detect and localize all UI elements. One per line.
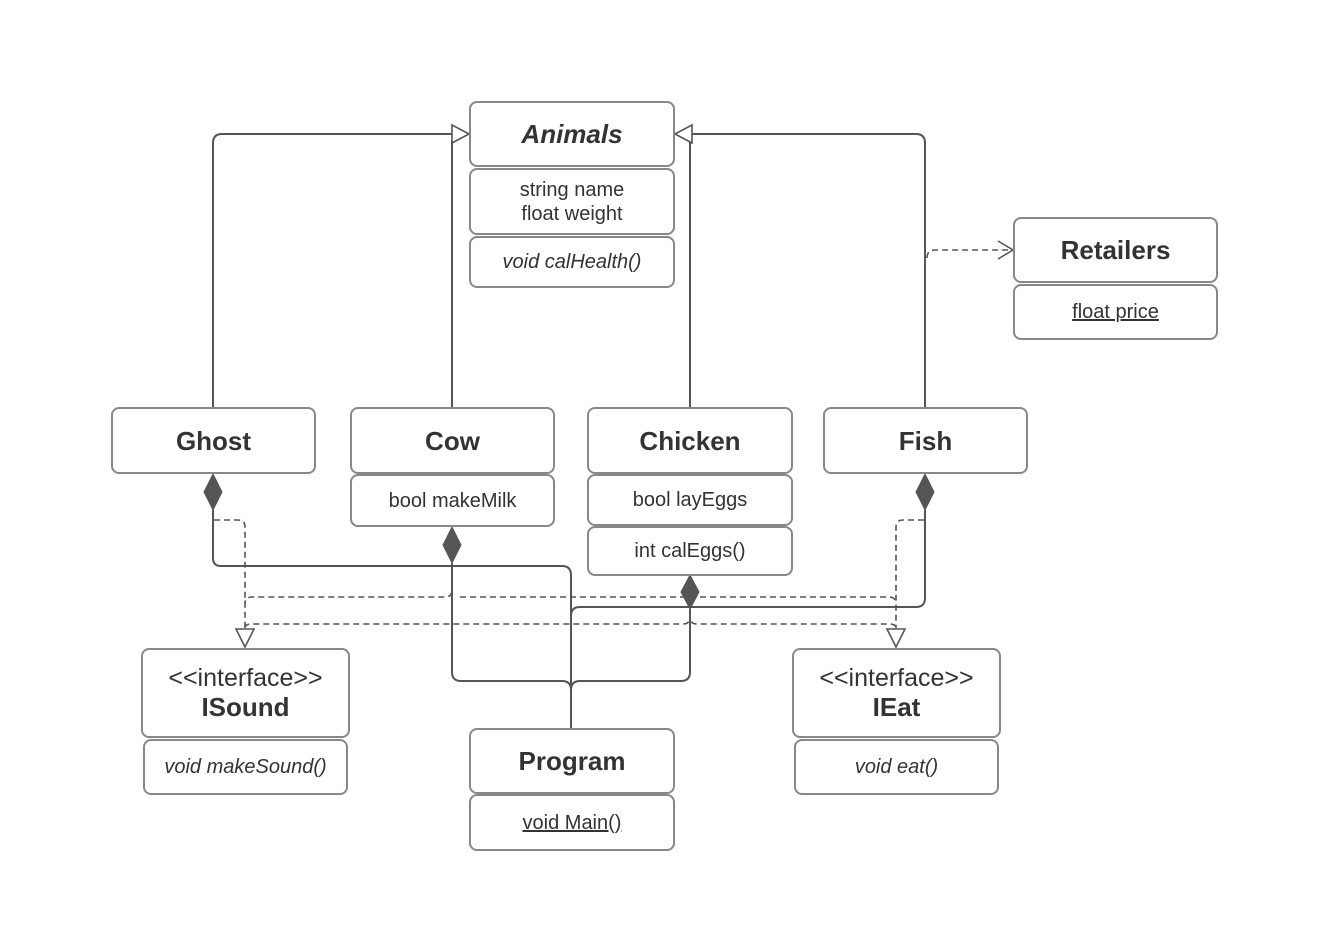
ghost-class-name: Ghost [175, 425, 252, 456]
edge-chicken-isound [244, 612, 691, 629]
edge-fish-ieat [895, 519, 924, 628]
edge-fish-retailers [926, 249, 1010, 259]
animals-attr-name: string name [519, 178, 625, 201]
realization-arrow-ieat [885, 628, 907, 649]
edge-ghost-isound [214, 519, 246, 628]
chicken-class-name: Chicken [639, 425, 741, 456]
edge-cow-isound [244, 572, 453, 605]
ieat-methods: void eat() [794, 739, 999, 795]
isound-method-makesound: void makeSound() [164, 756, 327, 778]
inheritance-arrow-left [451, 123, 471, 145]
isound-interface-header[interactable]: <<interface>> ISound [141, 648, 350, 738]
chicken-method-caleggs: int calEggs() [634, 540, 746, 562]
animals-attr-weight: float weight [521, 202, 623, 225]
edge-cow-ieat [460, 596, 897, 605]
edge-ghost-animals [212, 133, 452, 407]
cow-class-name: Cow [425, 425, 480, 456]
composition-diamond-chicken [680, 573, 700, 611]
animals-attributes: string name float weight [469, 168, 675, 235]
composition-diamond-fish [915, 472, 935, 512]
cow-class-header[interactable]: Cow [350, 407, 555, 474]
chicken-attr-layeggs: bool layEggs [632, 489, 748, 511]
animals-class-name: Animals [521, 119, 623, 149]
ghost-class-header[interactable]: Ghost [111, 407, 316, 474]
edge-fish-animals [692, 133, 926, 407]
retailers-class-name: Retailers [1060, 235, 1171, 265]
composition-diamond-cow [442, 525, 462, 565]
ieat-interface-name: IEat [872, 692, 921, 722]
animals-method-calhealth: void calHealth() [502, 251, 642, 273]
program-class-name: Program [518, 746, 626, 776]
program-methods: void Main() [469, 794, 675, 851]
retailers-attributes: float price [1013, 284, 1218, 340]
program-class-header[interactable]: Program [469, 728, 675, 794]
fish-class-header[interactable]: Fish [823, 407, 1028, 474]
retailers-class-header[interactable]: Retailers [1013, 217, 1218, 283]
dependency-arrow-retailers [997, 240, 1015, 260]
animals-methods: void calHealth() [469, 236, 675, 288]
cow-attributes: bool makeMilk [350, 474, 555, 527]
chicken-class-header[interactable]: Chicken [587, 407, 793, 474]
ieat-stereotype: <<interface>> [819, 664, 974, 692]
ieat-method-eat: void eat() [854, 756, 939, 778]
edge-chicken-program [570, 609, 691, 691]
edge-cow-program [451, 563, 572, 691]
cow-attr-makemilk: bool makeMilk [388, 489, 517, 512]
ieat-interface-header[interactable]: <<interface>> IEat [792, 648, 1001, 738]
animals-class-header[interactable]: Animals [469, 101, 675, 167]
realization-arrow-isound [234, 628, 256, 649]
isound-methods: void makeSound() [143, 739, 348, 795]
program-method-main: void Main() [522, 811, 622, 834]
fish-class-name: Fish [898, 425, 953, 456]
inheritance-arrow-right [673, 123, 693, 145]
isound-stereotype: <<interface>> [168, 664, 323, 692]
edge-chicken-ieat [689, 612, 897, 629]
chicken-attributes: bool layEggs [587, 474, 793, 526]
chicken-methods: int calEggs() [587, 526, 793, 576]
composition-diamond-ghost [203, 472, 223, 512]
isound-interface-name: ISound [201, 692, 290, 722]
retailers-attr-price: float price [1072, 301, 1159, 323]
